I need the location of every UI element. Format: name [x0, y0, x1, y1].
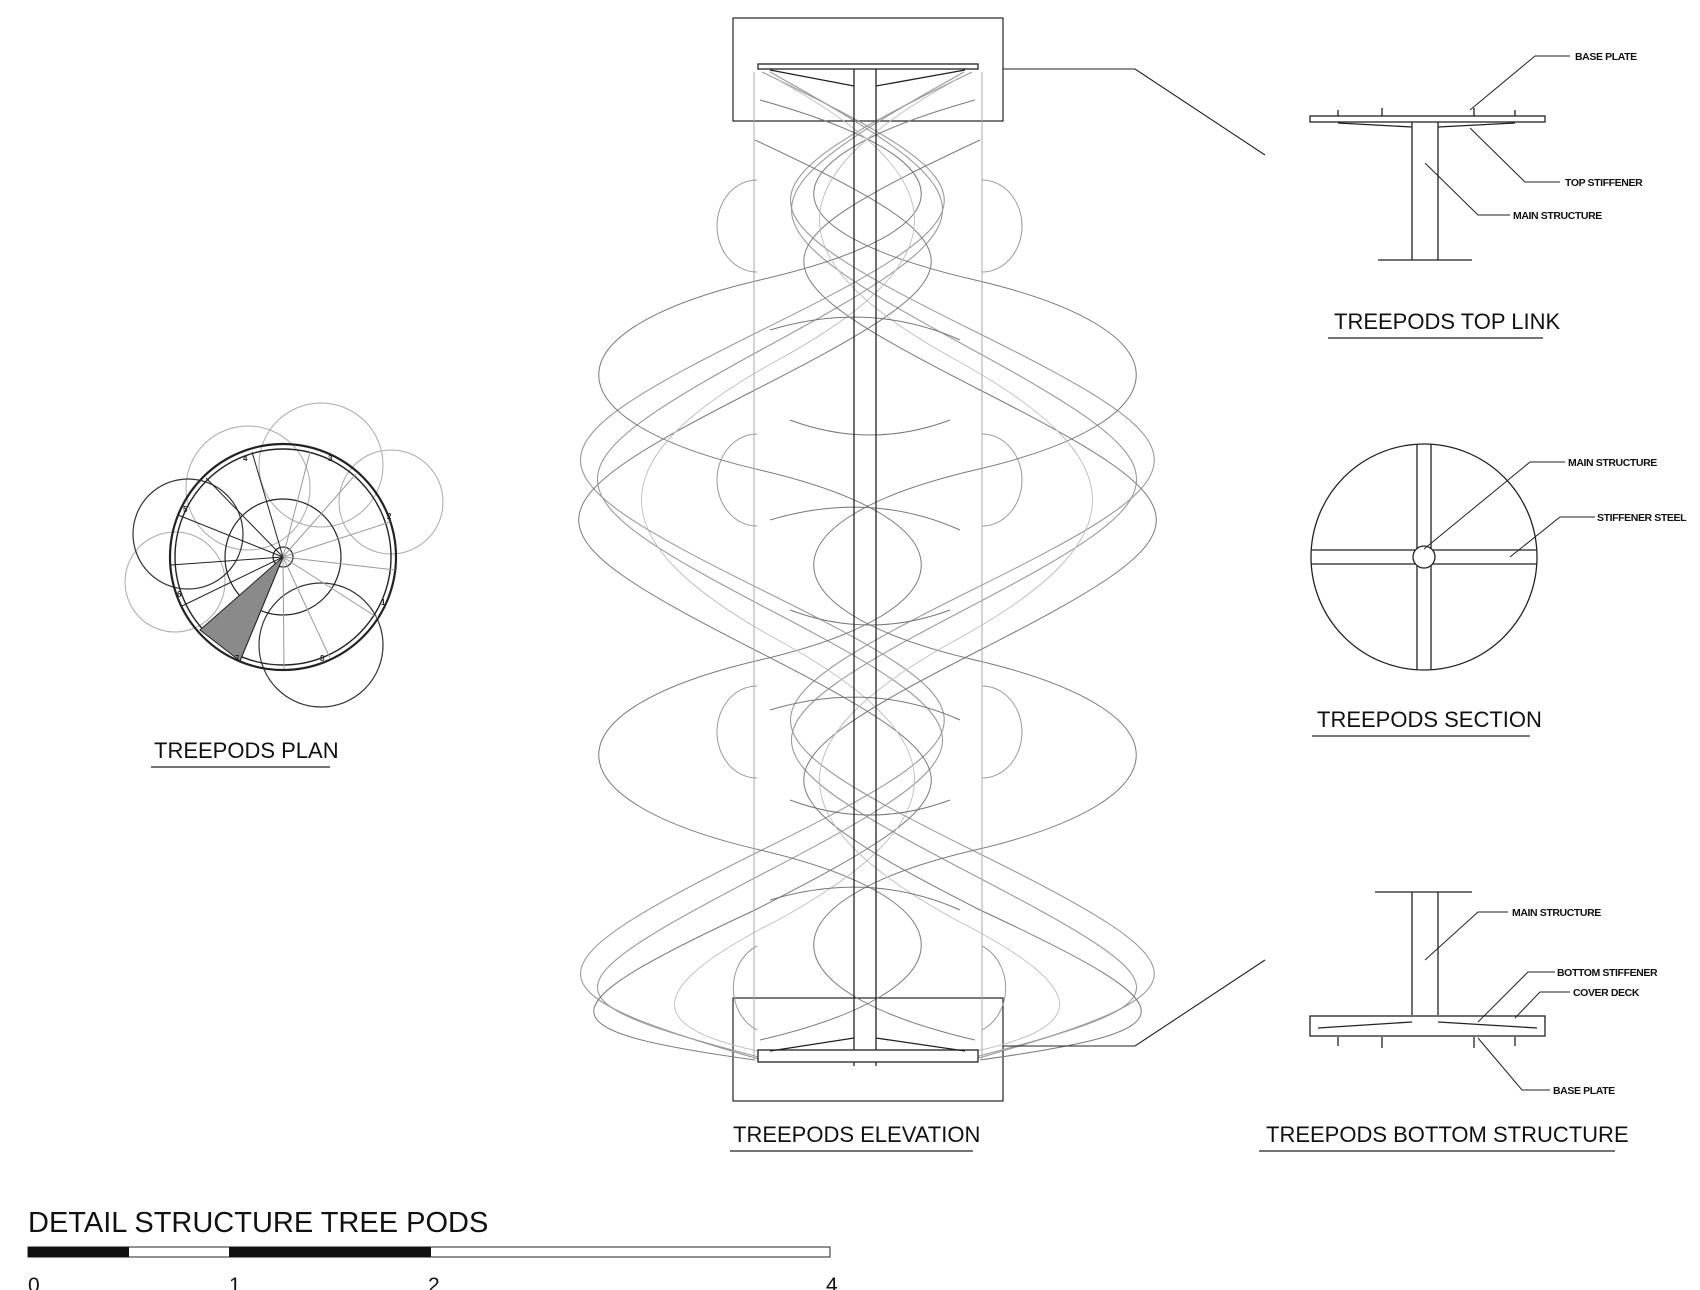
plan-step-number-7: 7	[235, 654, 240, 663]
section-view-title: TREEPODS SECTION	[1317, 707, 1542, 732]
plan-view-title: TREEPODS PLAN	[154, 738, 339, 763]
scale-label-0: 0	[28, 1274, 40, 1290]
section-stiffener-steel-label: STIFFENER STEEL	[1597, 512, 1687, 524]
scale-label-4: 4	[826, 1274, 838, 1290]
top-link-detail	[1309, 55, 1570, 261]
scale-label-1: 1	[229, 1274, 241, 1290]
treepods-elevation-view	[578, 17, 1266, 1102]
section-main-structure-label: MAIN STRUCTURE	[1568, 457, 1657, 469]
plan-step-number-3: 3	[328, 454, 333, 463]
section-detail	[1310, 443, 1595, 671]
plan-step-number-2: 2	[387, 512, 392, 521]
plan-step-number-6: 6	[177, 590, 182, 599]
treepods-plan-view: 1 2 3 4 5 6 7 8	[124, 402, 444, 708]
top-link-top-stiffener-label: TOP STIFFENER	[1565, 177, 1643, 189]
top-link-base-plate-label: BASE PLATE	[1575, 51, 1637, 63]
bottom-structure-detail	[1309, 891, 1570, 1091]
plan-step-number-5: 5	[183, 505, 188, 514]
scale-label-2: 2	[428, 1274, 440, 1290]
bottom-structure-view-title: TREEPODS BOTTOM STRUCTURE	[1266, 1122, 1629, 1147]
bottom-main-structure-label: MAIN STRUCTURE	[1512, 907, 1601, 919]
plan-step-number-1: 1	[381, 598, 386, 607]
top-link-view-title: TREEPODS TOP LINK	[1334, 309, 1561, 334]
sheet-title: DETAIL STRUCTURE TREE PODS	[28, 1207, 488, 1239]
plan-step-number-8: 8	[320, 654, 325, 663]
plan-step-number-4: 4	[243, 454, 248, 463]
scale-bar	[27, 1246, 831, 1258]
bottom-stiffener-label: BOTTOM STIFFENER	[1557, 967, 1658, 979]
bottom-cover-deck-label: COVER DECK	[1573, 987, 1640, 999]
elevation-view-title: TREEPODS ELEVATION	[733, 1122, 980, 1147]
bottom-base-plate-label: BASE PLATE	[1553, 1085, 1615, 1097]
top-link-main-structure-label: MAIN STRUCTURE	[1513, 210, 1602, 222]
